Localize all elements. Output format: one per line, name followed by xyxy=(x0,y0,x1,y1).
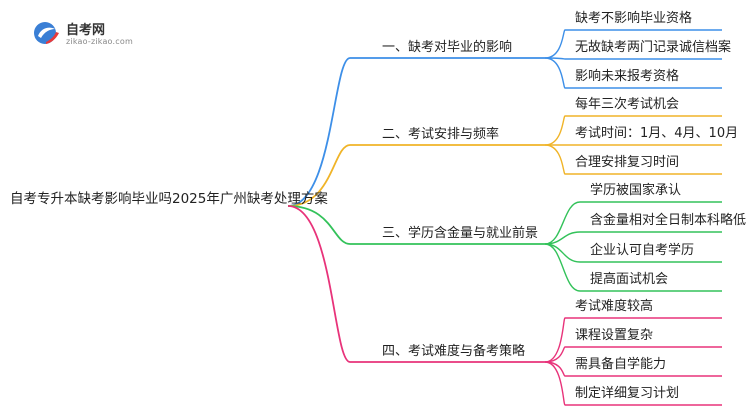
branch-label-3: 三、学历含金量与就业前景 xyxy=(382,226,539,241)
leaf-label: 需具备自学能力 xyxy=(575,357,667,372)
site-logo: 自考网 zikao-zikao.com xyxy=(32,16,152,50)
leaf-connector-1-3 xyxy=(544,57,722,89)
leaf-label: 缺考不影响毕业资格 xyxy=(575,11,693,26)
leaf-label: 含金量相对全日制本科略低 xyxy=(590,213,747,228)
leaf-label: 课程设置复杂 xyxy=(575,328,654,343)
leaf-connector-2-1 xyxy=(544,115,722,146)
logo-mark-icon xyxy=(34,22,59,44)
branch-connector-3 xyxy=(287,205,545,245)
branch-label-1: 一、缺考对毕业的影响 xyxy=(382,40,513,55)
branch-label-2: 二、考试安排与频率 xyxy=(382,127,500,142)
leaf-connector-4-2 xyxy=(544,346,722,363)
leaf-label: 提高面试机会 xyxy=(590,272,669,287)
logo-name: 自考网 xyxy=(66,23,106,38)
leaf-connector-3-2 xyxy=(544,231,722,245)
root-topic: 自考专升本缺考影响毕业吗2025年广州缺考处理方案 xyxy=(10,191,328,207)
leaf-label: 考试时间：1月、4月、10月 xyxy=(575,126,739,141)
branch-label-4: 四、考试难度与备考策略 xyxy=(382,344,526,359)
leaf-connector-1-1 xyxy=(544,29,722,59)
leaf-label: 制定详细复习计划 xyxy=(575,386,680,401)
leaf-label: 合理安排复习时间 xyxy=(575,155,680,170)
leaf-label: 无故缺考两门记录诚信档案 xyxy=(575,40,732,55)
leaf-connector-1-2 xyxy=(544,57,722,60)
leaf-connector-3-1 xyxy=(544,201,722,245)
leaf-label: 企业认可自考学历 xyxy=(590,243,695,258)
logo-url: zikao-zikao.com xyxy=(66,37,133,46)
branch-connector-2 xyxy=(287,144,545,207)
branch-connector-1 xyxy=(287,57,545,207)
leaf-connector-2-3 xyxy=(544,144,722,175)
leaf-connector-4-1 xyxy=(544,317,722,363)
leaf-label: 学历被国家承认 xyxy=(590,183,682,198)
branch-connector-4 xyxy=(287,205,545,363)
leaf-connector-3-4 xyxy=(544,243,722,292)
leaf-label: 考试难度较高 xyxy=(575,299,654,314)
leaf-label: 每年三次考试机会 xyxy=(575,97,680,112)
leaf-label: 影响未来报考资格 xyxy=(575,69,680,84)
leaf-connector-4-4 xyxy=(544,361,722,406)
